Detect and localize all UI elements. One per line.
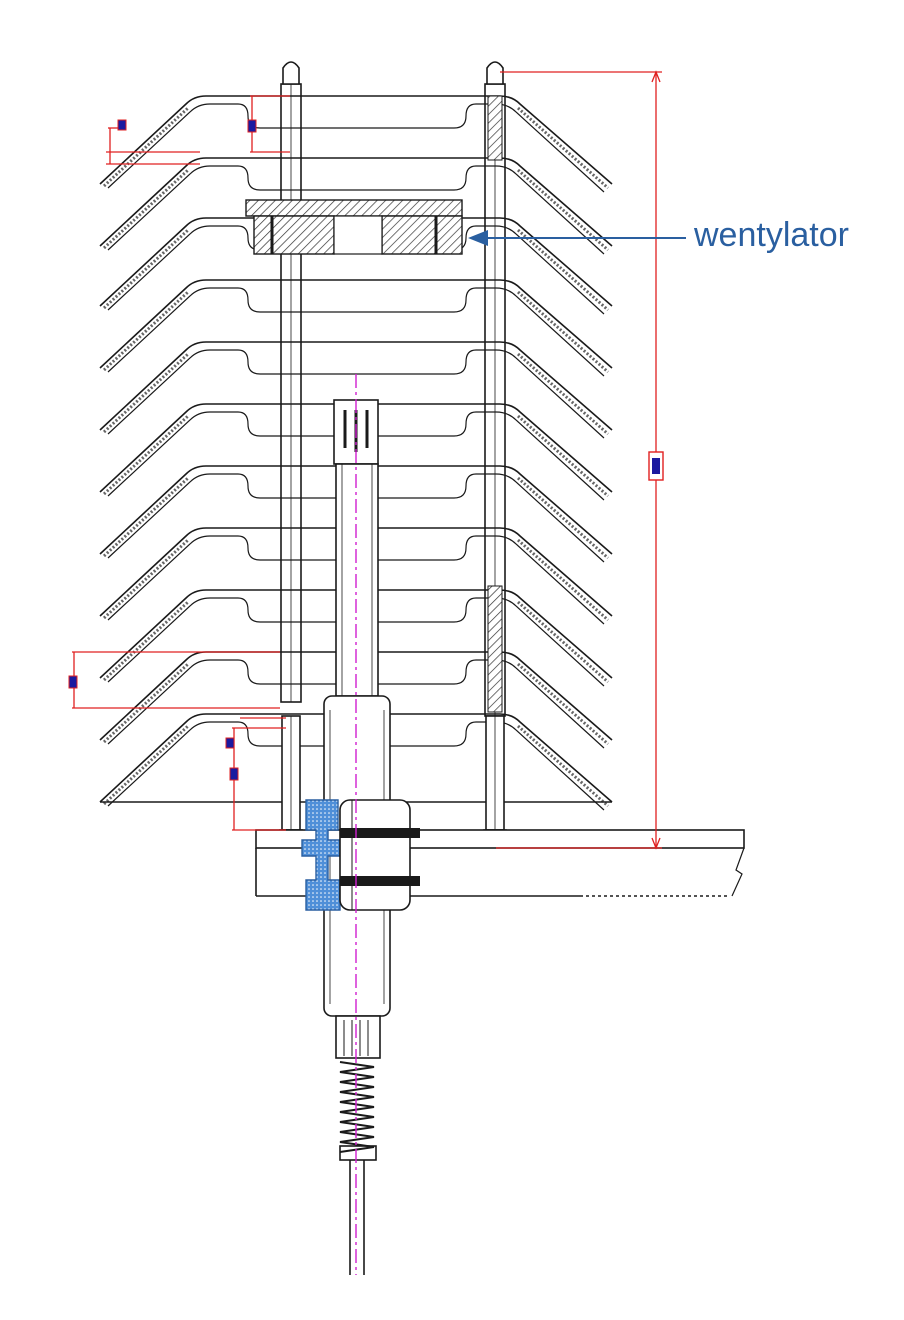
louver-plate-hatch <box>102 352 609 436</box>
louver-plate <box>99 95 613 185</box>
dimension-value-icon <box>247 119 257 133</box>
probe-body <box>335 463 379 697</box>
right-rod-section <box>487 95 503 161</box>
louver-plate-hatch <box>102 228 609 312</box>
right-rod-tip <box>486 61 504 85</box>
dimension-value-icon <box>68 675 78 689</box>
dimension-markers <box>68 119 664 781</box>
louver-plate-hatch <box>102 724 609 808</box>
louver-plate-hatch <box>102 106 609 190</box>
fan-assembly <box>245 199 463 255</box>
dimension-value-icon <box>117 119 127 131</box>
dimension-value-icon <box>229 767 239 781</box>
louver-plate-inner <box>107 349 605 439</box>
louver-plate <box>99 341 613 431</box>
louver-plate-hatch <box>102 600 609 684</box>
sensor-probe <box>323 399 391 1161</box>
fan-callout-label: wentylator <box>694 216 849 254</box>
louver-plate-hatch <box>102 414 609 498</box>
right-rod-lower-section <box>487 585 503 713</box>
louver-plate-hatch <box>102 168 609 252</box>
louver-plate-hatch <box>102 538 609 622</box>
louver-plate-inner <box>107 165 605 255</box>
louver-plate-hatch <box>102 662 609 746</box>
louver-plate-hatch <box>102 476 609 560</box>
cable-gland <box>301 799 420 911</box>
arrow-left-icon <box>468 230 686 246</box>
cable-plug <box>339 1145 377 1161</box>
support-rods <box>279 61 507 847</box>
louver-plate-hatch <box>102 290 609 374</box>
louver-plates <box>99 95 613 811</box>
louver-plate-inner <box>107 287 605 377</box>
dimension-value-icon <box>225 737 235 749</box>
louver-plate <box>99 157 613 247</box>
cable <box>349 1160 365 1275</box>
left-rod-tip <box>282 61 300 85</box>
louver-plate-inner <box>107 103 605 193</box>
probe-connector <box>335 1015 381 1059</box>
louver-plate <box>99 279 613 369</box>
strain-relief-spring <box>339 1061 375 1153</box>
